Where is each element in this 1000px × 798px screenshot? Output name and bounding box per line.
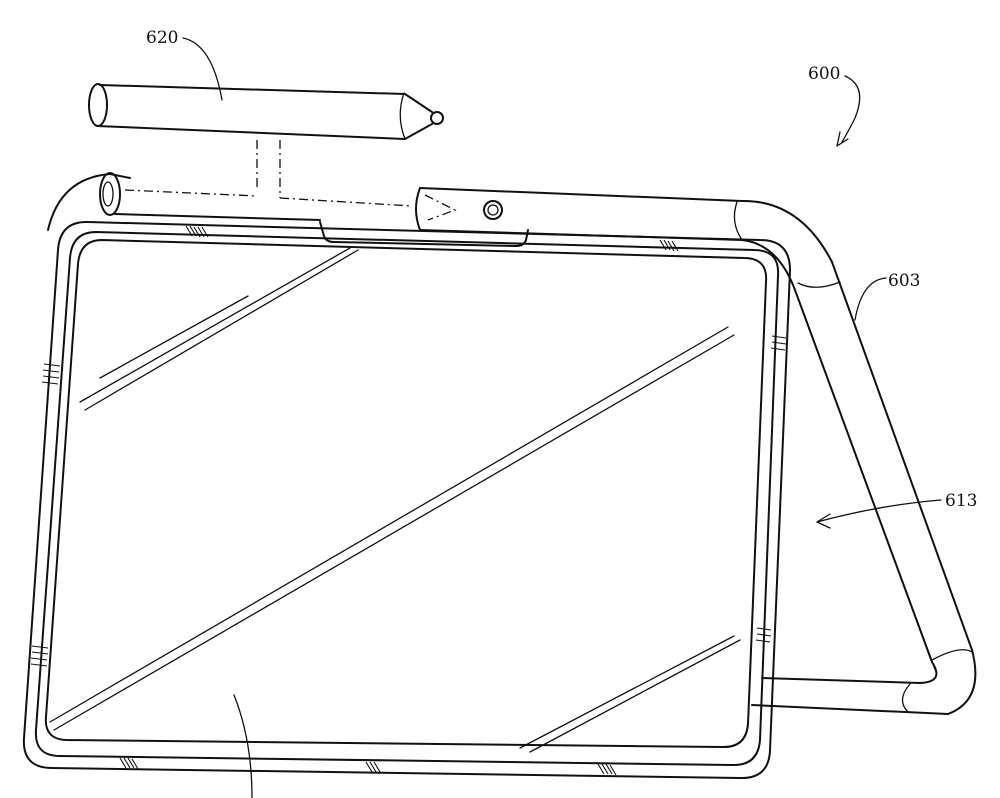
tablet-device: [22, 220, 791, 780]
label-613: 613: [945, 491, 977, 511]
kickstand-frame: [47, 172, 977, 715]
label-620: 620: [146, 28, 178, 48]
label-603: 603: [888, 271, 920, 291]
stylus: [88, 83, 457, 221]
label-600: 600: [808, 64, 840, 84]
leader-lines: [182, 37, 942, 798]
stylus-holder: [415, 187, 503, 231]
edge-hatching: [30, 225, 787, 776]
